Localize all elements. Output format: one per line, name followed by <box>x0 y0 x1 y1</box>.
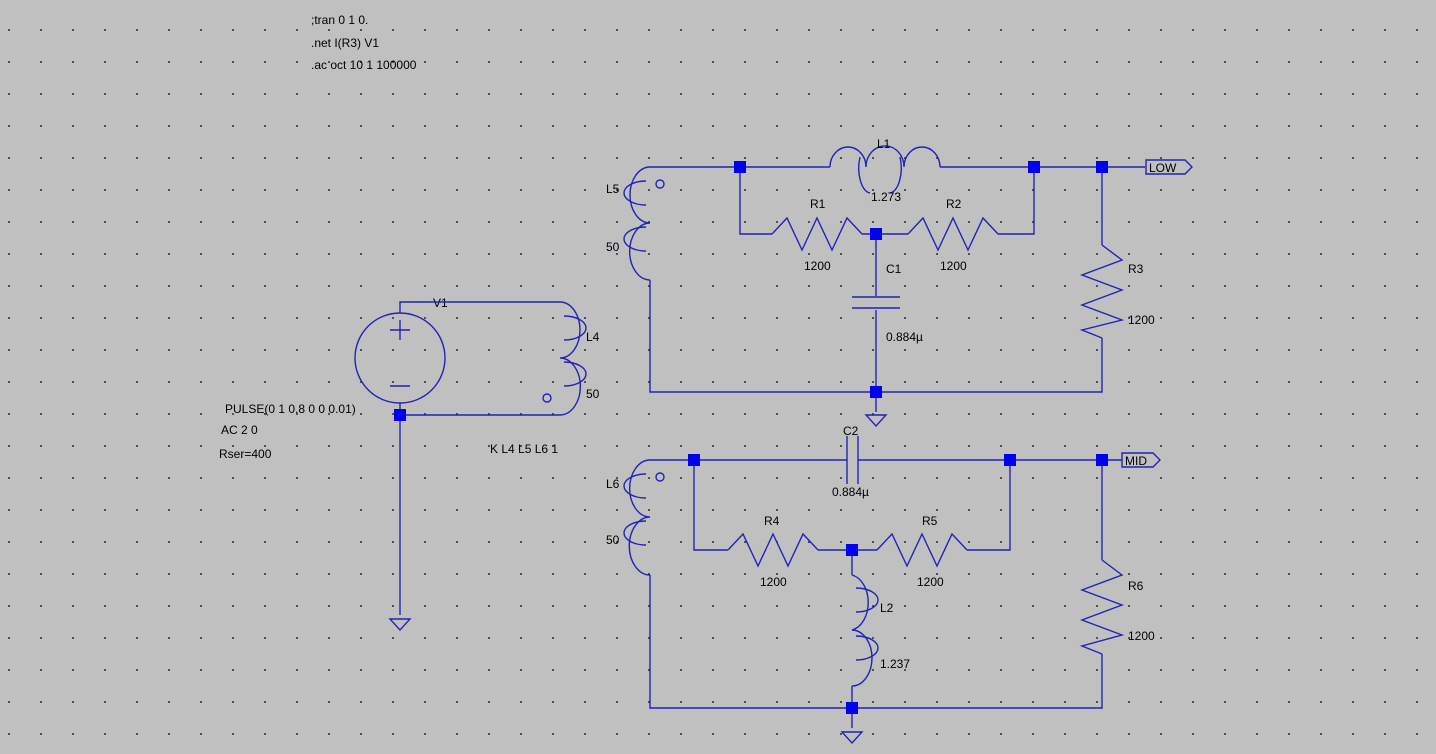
resistor-r2-value: 1200 <box>940 259 967 273</box>
directive-coupling[interactable]: K L4 L5 L6 1 <box>490 442 558 456</box>
inductor-l5-name: L5 <box>606 182 620 196</box>
junction-node <box>846 702 858 714</box>
source-v1-name: V1 <box>433 296 448 310</box>
capacitor-c1-name: C1 <box>886 262 902 276</box>
junction-node <box>1028 161 1040 173</box>
voltage-source-v1[interactable] <box>354 312 446 404</box>
ground-symbol-mid <box>840 731 864 745</box>
resistor-r2-name: R2 <box>946 197 962 211</box>
inductor-l1-value: 1.273 <box>871 190 901 204</box>
inductor-l4[interactable] <box>542 301 587 416</box>
inductor-l2[interactable] <box>851 574 879 687</box>
resistor-r5-value: 1200 <box>917 575 944 589</box>
net-label-low[interactable]: LOW <box>1145 159 1193 175</box>
resistor-r2[interactable] <box>907 216 999 252</box>
junction-v1-bottom <box>394 409 406 421</box>
inductor-l4-value: 50 <box>586 387 600 401</box>
directive-ac[interactable]: .ac oct 10 1 100000 <box>311 58 417 72</box>
capacitor-c2-value: 0.884µ <box>832 485 869 499</box>
resistor-r4[interactable] <box>727 532 819 568</box>
inductor-l1-name: L1 <box>877 137 891 151</box>
junction-node <box>734 161 746 173</box>
wires-mid-network <box>649 459 1122 728</box>
junction-node <box>846 544 858 556</box>
inductor-l6-value: 50 <box>606 533 620 547</box>
resistor-r1-value: 1200 <box>804 259 831 273</box>
inductor-l1[interactable] <box>829 145 941 194</box>
junction-node <box>1096 161 1108 173</box>
directive-tran[interactable]: ;tran 0 1 0. <box>311 13 368 27</box>
junction-node <box>1004 454 1016 466</box>
resistor-r5[interactable] <box>876 532 968 568</box>
capacitor-c2[interactable] <box>846 436 859 484</box>
resistor-r3[interactable] <box>1079 244 1125 339</box>
resistor-r5-name: R5 <box>922 514 938 528</box>
resistor-r1[interactable] <box>771 216 863 252</box>
resistor-r6[interactable] <box>1079 559 1125 655</box>
net-label-mid[interactable]: MID <box>1121 452 1161 468</box>
resistor-r4-name: R4 <box>764 514 780 528</box>
inductor-l2-name: L2 <box>880 601 894 615</box>
resistor-r6-name: R6 <box>1128 579 1144 593</box>
directive-net[interactable]: .net I(R3) V1 <box>311 36 379 50</box>
net-label-mid-text: MID <box>1125 454 1147 468</box>
resistor-r3-name: R3 <box>1128 262 1144 276</box>
resistor-r1-name: R1 <box>810 197 826 211</box>
junctions-low <box>734 161 1108 398</box>
junction-node <box>870 386 882 398</box>
capacitor-c2-name: C2 <box>843 424 859 438</box>
source-v1-pulse: PULSE(0 1 0.8 0 0 0.01) <box>225 402 356 416</box>
ground-symbol-source <box>388 618 412 632</box>
junction-node <box>870 228 882 240</box>
capacitor-c1-value: 0.884µ <box>886 330 923 344</box>
inductor-l2-value: 1.237 <box>880 657 910 671</box>
resistor-r4-value: 1200 <box>760 575 787 589</box>
source-v1-rser: Rser=400 <box>219 447 272 461</box>
inductor-l6[interactable] <box>623 459 665 576</box>
resistor-r6-value: 1200 <box>1128 629 1155 643</box>
wires-source-loop <box>399 301 560 615</box>
capacitor-c1[interactable] <box>852 296 900 309</box>
source-v1-ac: AC 2 0 <box>221 423 258 437</box>
junction-node <box>1096 454 1108 466</box>
inductor-l6-name: L6 <box>606 477 620 491</box>
inductor-l5-value: 50 <box>606 240 620 254</box>
junctions-mid <box>688 454 1108 714</box>
inductor-l5[interactable] <box>623 166 665 281</box>
resistor-r3-value: 1200 <box>1128 313 1155 327</box>
net-label-low-text: LOW <box>1149 161 1177 175</box>
junction-node <box>688 454 700 466</box>
ground-symbol-low <box>864 414 888 428</box>
inductor-l4-name: L4 <box>586 330 600 344</box>
